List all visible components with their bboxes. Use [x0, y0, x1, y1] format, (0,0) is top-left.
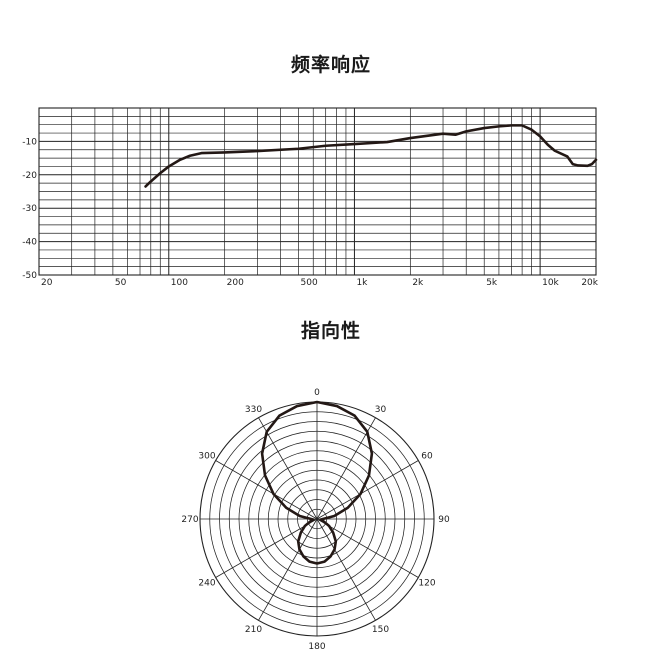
polar-spoke: [316, 460, 419, 520]
polar-spoke: [258, 518, 318, 621]
x-tick-label: 50: [115, 278, 127, 288]
angle-tick-label: 30: [375, 405, 387, 415]
angle-tick-label: 60: [421, 452, 433, 462]
y-tick-label: -20: [22, 171, 37, 181]
plot-frame: [38, 107, 597, 276]
polar-spoke: [215, 460, 318, 520]
frequency-response-line: [144, 124, 598, 188]
polar-pattern-title: 指向性: [300, 320, 361, 342]
polar-spoke: [316, 518, 376, 621]
polar-spoke: [215, 518, 318, 578]
x-tick-label: 10k: [542, 278, 559, 288]
y-tick-label: -50: [22, 271, 37, 281]
y-tick-label: -10: [22, 137, 37, 147]
angle-tick-label: 240: [198, 579, 215, 589]
angle-tick-label: 0: [314, 388, 320, 398]
angle-tick-label: 330: [245, 405, 262, 415]
polar-spoke: [316, 518, 419, 578]
x-tick-label: 5k: [486, 278, 498, 288]
x-tick-label: 2k: [412, 278, 424, 288]
polar-spoke: [258, 417, 318, 520]
polar-pattern-line: [260, 400, 374, 565]
angle-tick-label: 210: [245, 625, 262, 635]
y-tick-label: -40: [22, 238, 37, 248]
angle-tick-label: 270: [181, 515, 198, 525]
y-tick-label: -30: [22, 204, 37, 214]
x-tick-label: 20k: [581, 278, 598, 288]
angle-tick-label: 90: [438, 515, 450, 525]
x-tick-label: 20: [41, 278, 53, 288]
x-tick-label: 1k: [356, 278, 368, 288]
polar-spoke: [316, 417, 376, 520]
angle-tick-label: 120: [418, 579, 435, 589]
angle-tick-label: 150: [372, 625, 389, 635]
frequency-response-title: 频率响应: [290, 54, 371, 76]
angle-tick-label: 300: [198, 452, 215, 462]
x-tick-label: 500: [301, 278, 318, 288]
angle-tick-label: 180: [308, 642, 325, 652]
x-tick-label: 100: [171, 278, 188, 288]
x-tick-label: 200: [227, 278, 244, 288]
